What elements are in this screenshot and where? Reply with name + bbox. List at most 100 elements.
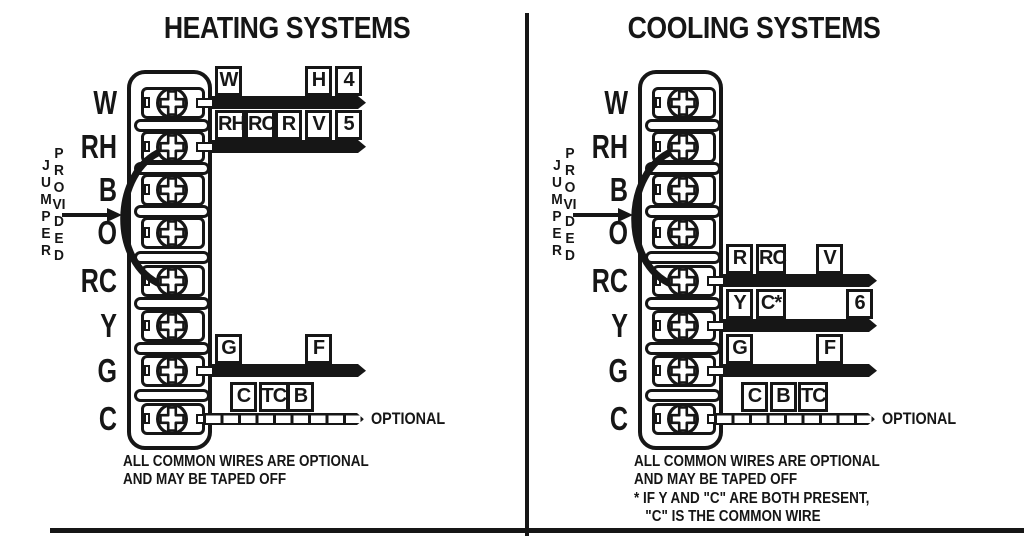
terminal-separator xyxy=(134,342,210,355)
panel-title: HEATING SYSTEMS xyxy=(163,10,411,45)
terminal-screw xyxy=(155,354,189,388)
terminal-screw xyxy=(666,309,700,343)
optional-label: OPTIONAL xyxy=(371,410,446,428)
terminal-screw xyxy=(155,86,189,120)
terminal-notch xyxy=(144,413,150,424)
terminal-notch xyxy=(655,365,661,376)
terminal-label: B xyxy=(98,171,117,208)
terminal-label: W xyxy=(93,84,117,121)
terminal-screw xyxy=(666,264,700,298)
wire xyxy=(212,96,366,109)
terminal-label: Y xyxy=(100,307,117,344)
terminal-screw xyxy=(666,173,700,207)
wire-optional xyxy=(203,413,364,425)
screw-icon xyxy=(667,265,699,297)
screw-icon xyxy=(156,87,188,119)
screw-icon xyxy=(156,217,188,249)
screw-icon xyxy=(156,310,188,342)
screw-icon xyxy=(667,403,699,435)
wire-label-box: V xyxy=(305,110,332,140)
common-wires-note-line: ALL COMMON WIRES ARE OPTIONAL xyxy=(123,453,369,470)
footnote-line: * IF Y AND "C" ARE BOTH PRESENT, xyxy=(634,490,870,507)
wire-label-box: C xyxy=(741,382,768,412)
terminal-label: C xyxy=(98,400,117,437)
terminal-label: RC xyxy=(591,262,628,299)
wire-label-box: R xyxy=(275,110,302,140)
wire xyxy=(212,364,366,377)
terminal-label: G xyxy=(97,352,117,389)
terminal-screw xyxy=(666,86,700,120)
screw-icon xyxy=(156,265,188,297)
terminal-notch xyxy=(655,413,661,424)
terminal-notch xyxy=(655,141,661,152)
jumper-note-word: JUMPER xyxy=(551,158,563,259)
terminal-label: RH xyxy=(591,128,628,165)
jumper-arrow-line xyxy=(573,213,620,217)
footnote-line: "C" IS THE COMMON WIRE xyxy=(645,507,821,525)
wire-label-box: C* xyxy=(756,289,786,319)
wire-label-box: R xyxy=(726,244,753,274)
terminal-screw xyxy=(155,402,189,436)
jumper-note-word: PROVIDED xyxy=(563,146,577,264)
wire xyxy=(723,364,877,377)
wire-label-box: G xyxy=(215,334,242,364)
wire-label-box: W xyxy=(215,66,242,96)
terminal-screw xyxy=(666,130,700,164)
terminal-screw xyxy=(155,264,189,298)
screw-icon xyxy=(667,174,699,206)
terminal-notch xyxy=(144,97,150,108)
screw-icon xyxy=(667,217,699,249)
terminal-notch xyxy=(655,227,661,238)
optional-label: OPTIONAL xyxy=(882,410,957,428)
terminal-notch xyxy=(144,320,150,331)
wire-label-box: TC xyxy=(258,382,289,412)
terminal-screw xyxy=(666,354,700,388)
wire-label-box: F xyxy=(816,334,843,364)
wire-label-box: V xyxy=(816,244,843,274)
wire-label-box: TC xyxy=(798,382,828,412)
terminal-notch xyxy=(144,227,150,238)
terminal-notch xyxy=(144,184,150,195)
terminal-label: RC xyxy=(80,262,117,299)
terminal-label: Y xyxy=(611,307,628,344)
terminal-separator xyxy=(645,250,721,264)
terminal-label: W xyxy=(604,84,628,121)
terminal-screw xyxy=(155,216,189,250)
panel-divider xyxy=(525,13,529,536)
terminal-label: B xyxy=(609,171,628,208)
terminal-separator xyxy=(134,118,210,132)
terminal-notch xyxy=(144,141,150,152)
terminal-separator xyxy=(645,388,721,402)
terminal-notch xyxy=(655,275,661,286)
terminal-notch xyxy=(144,275,150,286)
screw-icon xyxy=(667,131,699,163)
wire-label-box: H xyxy=(305,66,332,96)
wire xyxy=(212,140,366,153)
terminal-separator xyxy=(645,118,721,132)
jumper-arrow-line xyxy=(62,213,109,217)
terminal-notch xyxy=(655,184,661,195)
wire-label-box: G xyxy=(726,334,753,364)
jumper-arrow-head-icon xyxy=(107,208,122,222)
screw-icon xyxy=(667,87,699,119)
terminal-label: C xyxy=(609,400,628,437)
terminal-screw xyxy=(666,216,700,250)
terminal-screw xyxy=(155,130,189,164)
wire-label-box: C xyxy=(230,382,257,412)
wire-optional xyxy=(714,413,875,425)
wire xyxy=(723,274,877,287)
jumper-note-word: PROVIDED xyxy=(52,146,66,264)
terminal-separator xyxy=(645,342,721,355)
terminal-screw xyxy=(155,173,189,207)
terminal-notch xyxy=(655,320,661,331)
wire-label-box: 5 xyxy=(335,110,362,140)
screw-icon xyxy=(156,355,188,387)
jumper-note-word: JUMPER xyxy=(40,158,52,259)
terminal-separator xyxy=(134,388,210,402)
terminal-screw xyxy=(155,309,189,343)
wire-label-box: RC xyxy=(245,110,276,140)
screw-icon xyxy=(156,174,188,206)
terminal-label: O xyxy=(97,214,117,251)
